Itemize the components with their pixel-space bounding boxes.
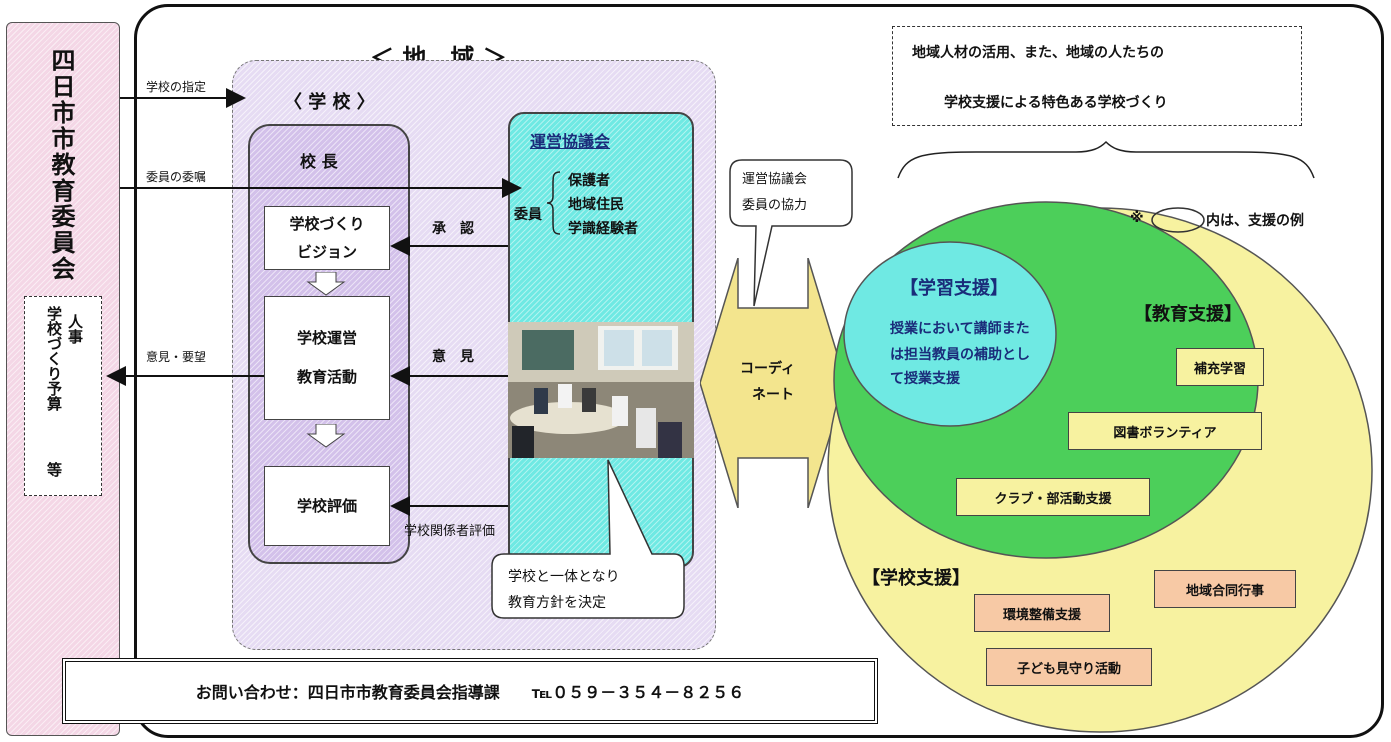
legend-ellipse-icon (1151, 207, 1205, 233)
operation-box: 学校運営教育活動 (264, 296, 390, 420)
vision-line2: ビジョン (296, 243, 357, 261)
learning-line3: て授業支援 (890, 371, 960, 387)
operation-line1: 学校運営 (296, 329, 357, 347)
learning-title: 【学習支援】 (900, 278, 1008, 299)
education-item-club: クラブ・部活動支援 (956, 478, 1150, 516)
unified-callout-line2: 教育方針を決定 (508, 595, 606, 611)
education-item-tutoring: 補充学習 (1176, 348, 1264, 386)
board-items-box (24, 296, 102, 496)
learning-line1: 授業において講師また (890, 321, 1030, 337)
evaluation-label: 学校評価 (296, 496, 357, 515)
unified-callout-shape (491, 459, 685, 619)
coop-callout-line2: 委員の協力 (742, 198, 808, 213)
board-of-education-panel (6, 22, 120, 736)
coordinate-line1: コーディ (740, 361, 796, 377)
arrows-layer (106, 88, 522, 516)
education-title: 【教育支援】 (1134, 304, 1242, 325)
school-support-event: 地域合同行事 (1154, 570, 1296, 608)
board-item-etc: 等 (45, 462, 63, 477)
opinion-request-label: 意見・要望 (146, 350, 207, 364)
down-arrow-vision (306, 272, 346, 296)
opinion-label: 意 見 (432, 349, 474, 365)
legend-prefix: ※ (1130, 210, 1144, 226)
board-item-personnel: 人事 (66, 314, 84, 344)
council-title: 運営協議会 (530, 132, 611, 151)
vision-box: 学校づくりビジョン (264, 206, 390, 270)
note-box (892, 26, 1302, 126)
school-support-environment: 環境整備支援 (974, 594, 1110, 632)
board-title: 四日市市教育委員会 (47, 48, 75, 282)
note-line1: 地域人材の活用、また、地域の人たちの (912, 45, 1164, 61)
stakeholder-eval-label: 学校関係者評価 (404, 524, 496, 539)
note-brace (897, 140, 1315, 179)
member-guardian: 保護者 (568, 173, 610, 189)
unified-callout-line1: 学校と一体となり (508, 569, 620, 585)
learning-support-circle (843, 241, 1057, 427)
principal-label: 校 長 (300, 152, 338, 171)
coordinate-arrow (700, 258, 846, 508)
board-item-budget: 学校づくり予算 (45, 306, 63, 411)
note-line2: 学校支援による特色ある学校づくり (944, 95, 1168, 111)
designation-label: 学校の指定 (146, 80, 207, 94)
members-brace (546, 171, 561, 235)
region-frame (134, 4, 1384, 738)
council-members-label: 委員 (514, 207, 542, 223)
member-expert: 学識経験者 (568, 221, 638, 237)
coordinate-line2: ネート (752, 387, 794, 403)
evaluation-box: 学校評価 (264, 466, 390, 546)
down-arrow-operation (306, 424, 346, 448)
coop-callout-line1: 運営協議会 (742, 172, 808, 187)
legend-text: 内は、支援の例 (1206, 213, 1304, 229)
operation-line2: 教育活動 (296, 368, 357, 386)
member-resident: 地域住民 (568, 197, 624, 213)
school-title: 〈 学 校 〉 (284, 92, 375, 113)
school-support-title: 【学校支援】 (862, 568, 970, 589)
learning-line2: は担当教員の補助とし (890, 347, 1030, 363)
education-item-library: 図書ボランティア (1068, 412, 1262, 450)
contact-text: お問い合わせ：四日市市教育委員会指導課 ℡０５９－３５４－８２５６ (195, 683, 745, 702)
coop-callout-shape (729, 159, 853, 307)
vision-line1: 学校づくり (289, 214, 365, 233)
meeting-photo (508, 322, 694, 458)
approval-label: 承 認 (432, 221, 474, 237)
school-support-watch: 子ども見守り活動 (986, 648, 1152, 686)
commission-label: 委員の委嘱 (146, 170, 207, 184)
contact-box: お問い合わせ：四日市市教育委員会指導課 ℡０５９－３５４－８２５６ (62, 658, 878, 724)
